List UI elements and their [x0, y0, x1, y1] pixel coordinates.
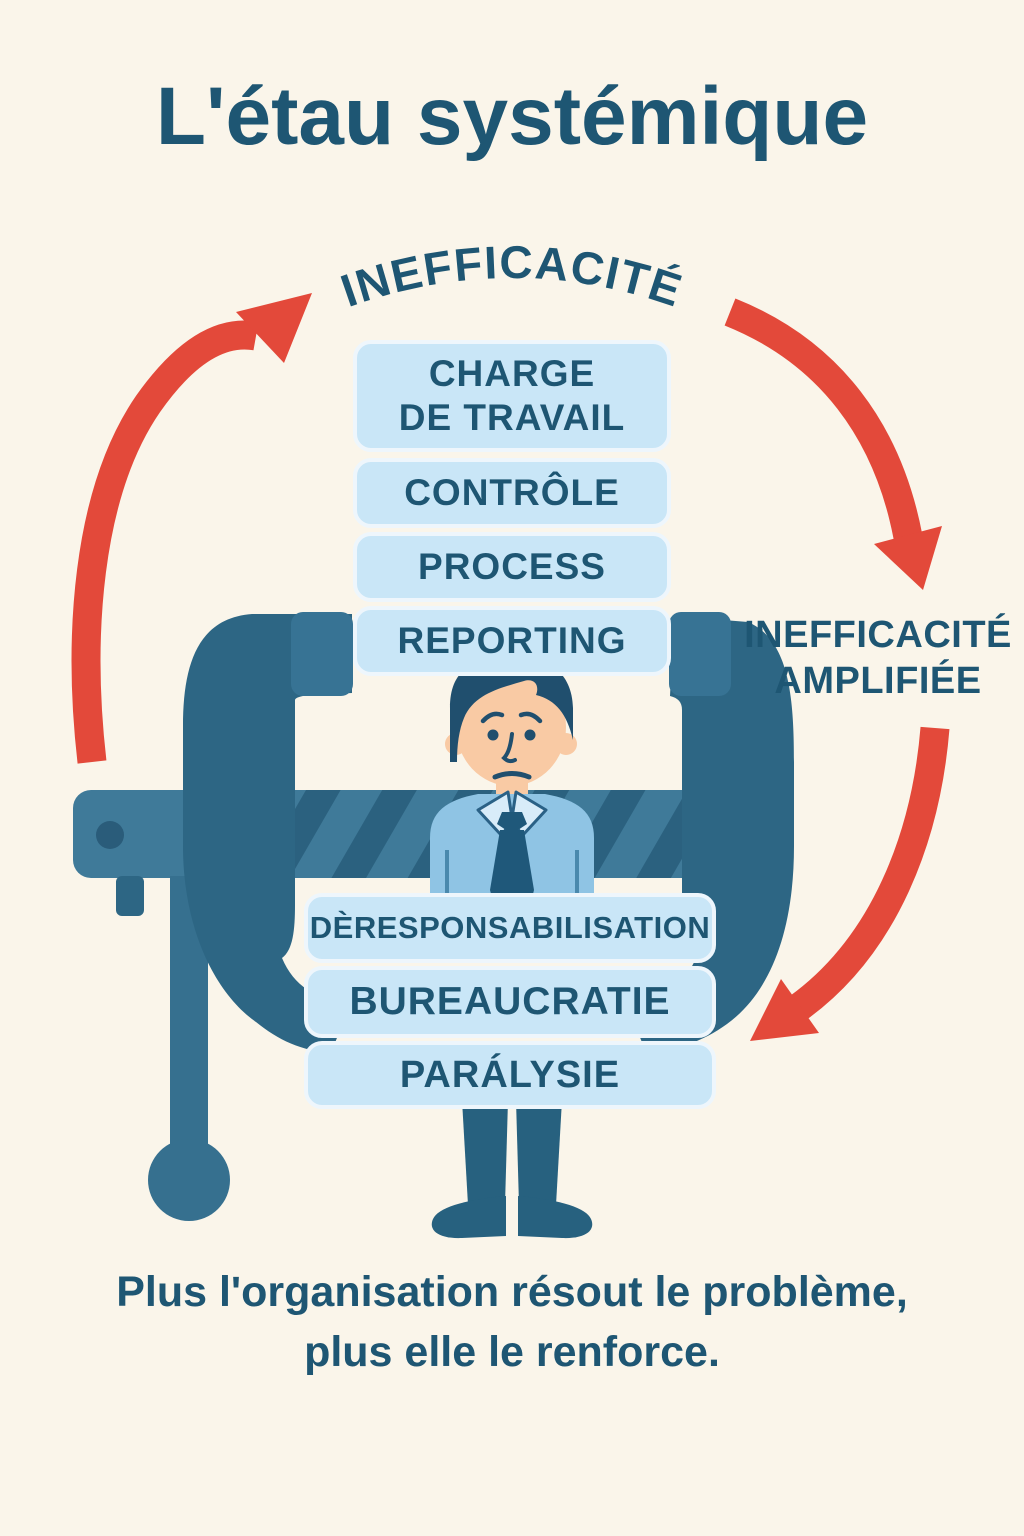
worker-nose: [501, 732, 517, 764]
vise-left-pad: [291, 612, 353, 696]
amplified-inefficiency-label: INEFFICACITÉ AMPLIFIÉE: [730, 612, 1024, 704]
vise-right-pad: [669, 612, 731, 696]
worker-shoe-left: [431, 1196, 506, 1239]
consequence-box-bureaucratie: BUREAUCRATIE: [304, 966, 716, 1038]
worker-eyebrow-right: [518, 711, 543, 724]
worker-head: [456, 668, 566, 786]
worker-leg-left: [462, 1100, 508, 1205]
vise-right-jaw: [628, 616, 794, 1053]
worker-shoe-right: [518, 1196, 593, 1239]
worker-hair: [450, 656, 573, 762]
caption-line2: plus elle le renforce.: [304, 1328, 720, 1376]
vise-screw-tab: [116, 876, 144, 916]
factor-box-process: PROCESS: [353, 532, 671, 602]
worker-face: [480, 711, 543, 780]
vise-handle-ball: [148, 1139, 230, 1221]
caption: Plus l'organisation résout le problème, …: [0, 1262, 1024, 1382]
cycle-arrow-down-left-icon: [750, 726, 950, 1041]
amplified-label-line2: AMPLIFIÉE: [774, 660, 982, 702]
vise-left-jaw: [183, 614, 352, 1053]
caption-line1: Plus l'organisation résout le problème,: [116, 1268, 908, 1316]
worker-figure: [430, 656, 594, 1239]
worker-mouth: [492, 771, 532, 780]
cycle-arrows: [71, 293, 950, 1041]
worker-eyebrow-left: [480, 711, 505, 724]
svg-text:INEFFICACITÉ: INEFFICACITÉ: [334, 236, 689, 317]
worker-tie-knot: [497, 812, 527, 834]
cycle-arrow-down-right-icon: [724, 298, 942, 590]
worker-tie: [490, 830, 534, 910]
factor-box-reporting: REPORTING: [353, 606, 671, 676]
inefficacite-arc-text: INEFFICACITÉ: [334, 236, 687, 317]
page-title: L'étau systémique: [155, 71, 869, 162]
worker-leg-right: [516, 1100, 562, 1205]
factor-box-controle: CONTRÔLE: [353, 458, 671, 528]
consequence-box-deresponsabilisation: DÈRESPONSABILISATION: [304, 893, 716, 963]
vise-pin-hole: [96, 821, 124, 849]
amplified-label-line1: INEFFICACITÉ: [744, 614, 1012, 656]
consequence-box-paralysie: PARÁLYSIE: [304, 1041, 716, 1109]
factor-box-charge-de-travail: CHARGE DE TRAVAIL: [353, 340, 671, 452]
cycle-arrow-up-left-icon: [71, 293, 312, 764]
worker-eye-right: [524, 729, 536, 741]
worker-eye-left: [487, 729, 499, 741]
cycle-top-label: INEFFICACITÉ: [334, 236, 689, 317]
